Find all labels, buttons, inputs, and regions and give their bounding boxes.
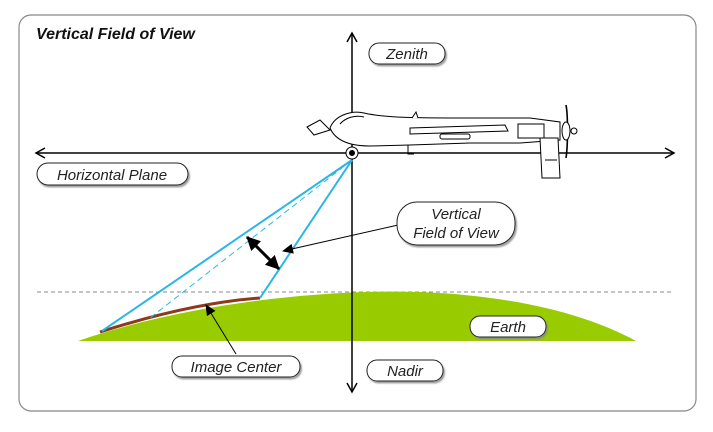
svg-text:Nadir: Nadir: [387, 363, 424, 380]
svg-text:Earth: Earth: [490, 319, 526, 336]
nadir-label: Nadir: [366, 359, 444, 382]
svg-text:Field of View: Field of View: [413, 225, 500, 242]
svg-text:Vertical: Vertical: [431, 206, 481, 223]
svg-text:Horizontal Plane: Horizontal Plane: [57, 167, 167, 184]
diagram-frame: [18, 14, 697, 412]
horizontal-plane-label: Horizontal Plane: [36, 162, 189, 186]
vfov-angle-arrow: [245, 235, 281, 271]
earth-label: Earth: [469, 315, 547, 338]
earth-coverage-arc: [99, 296, 261, 334]
image-center-leader-line: [205, 304, 237, 355]
diagram-title: Vertical Field of View: [36, 26, 196, 43]
vertical-fov-label: Vertical Field of View: [396, 201, 516, 246]
zenith-label: Zenith: [368, 42, 446, 65]
image-center-label: Image Center: [171, 355, 301, 378]
fov-lines: [101, 159, 353, 332]
vfov-leader-line: [282, 224, 399, 254]
uav-aircraft-icon: [306, 104, 578, 179]
svg-text:Zenith: Zenith: [385, 46, 428, 63]
svg-text:Image Center: Image Center: [191, 359, 283, 376]
